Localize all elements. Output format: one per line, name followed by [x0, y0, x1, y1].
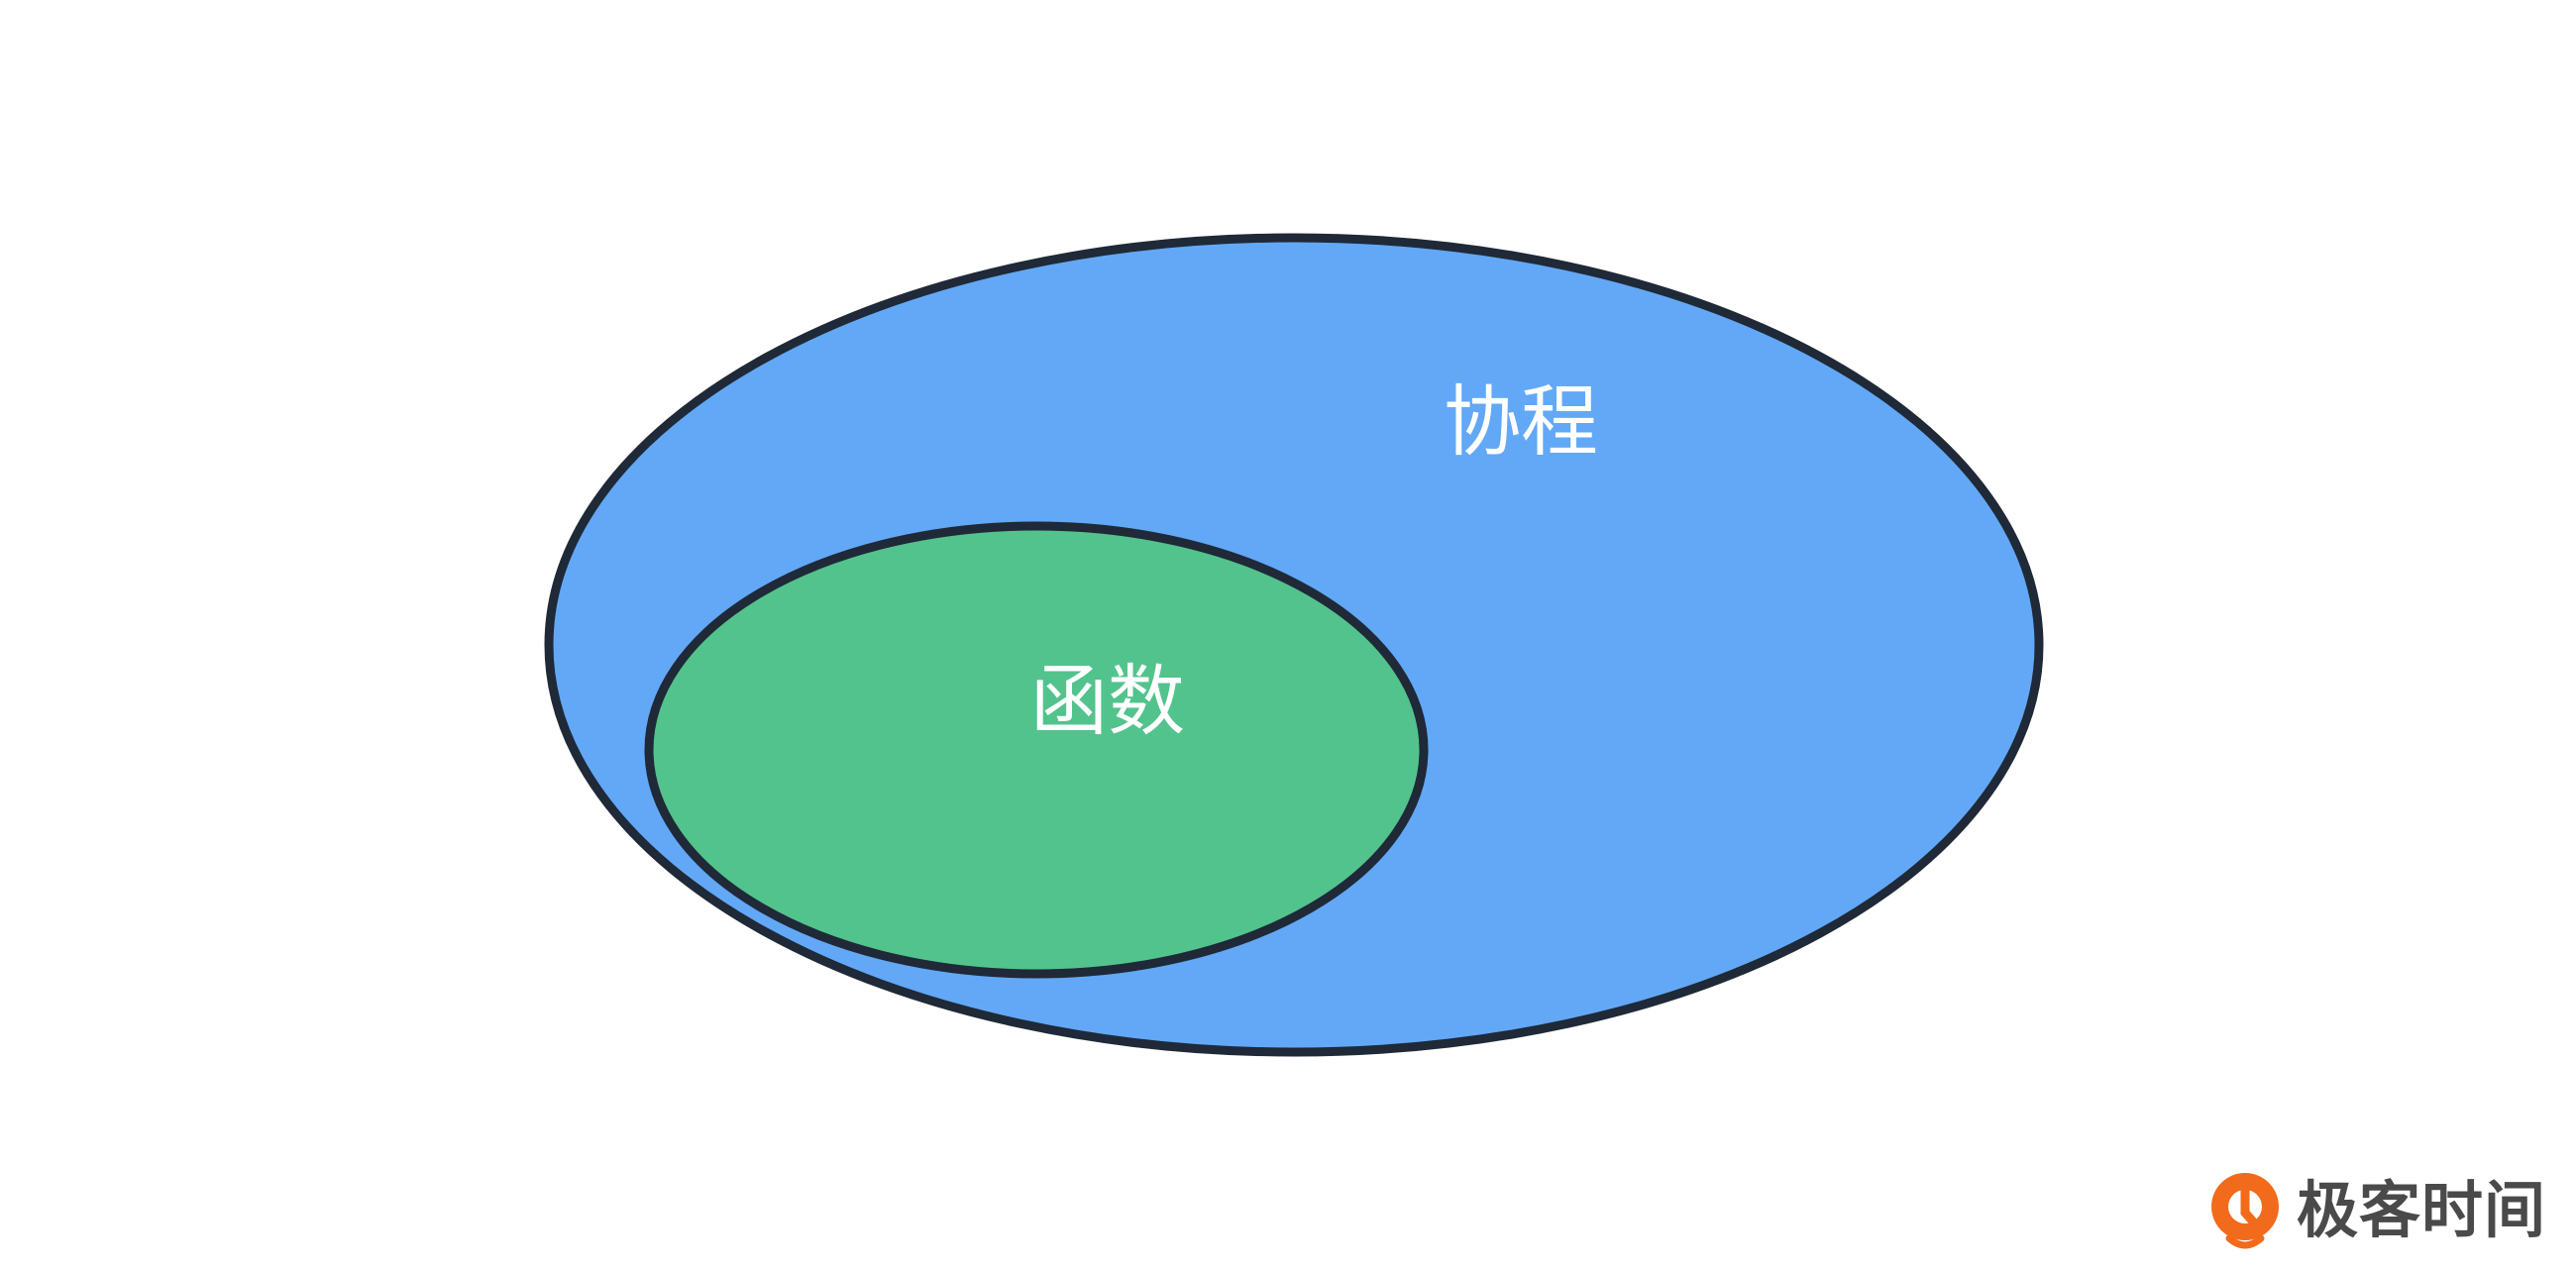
- function-ellipse: [644, 521, 1429, 979]
- geektime-logo-icon: [2210, 1173, 2279, 1249]
- coroutine-label: 协程: [1444, 378, 1598, 468]
- geektime-watermark: 极客时间: [2207, 1166, 2546, 1255]
- geektime-brand-text: 极客时间: [2296, 1174, 2546, 1246]
- function-set: 函数: [644, 521, 1429, 979]
- function-label: 函数: [1030, 658, 1185, 747]
